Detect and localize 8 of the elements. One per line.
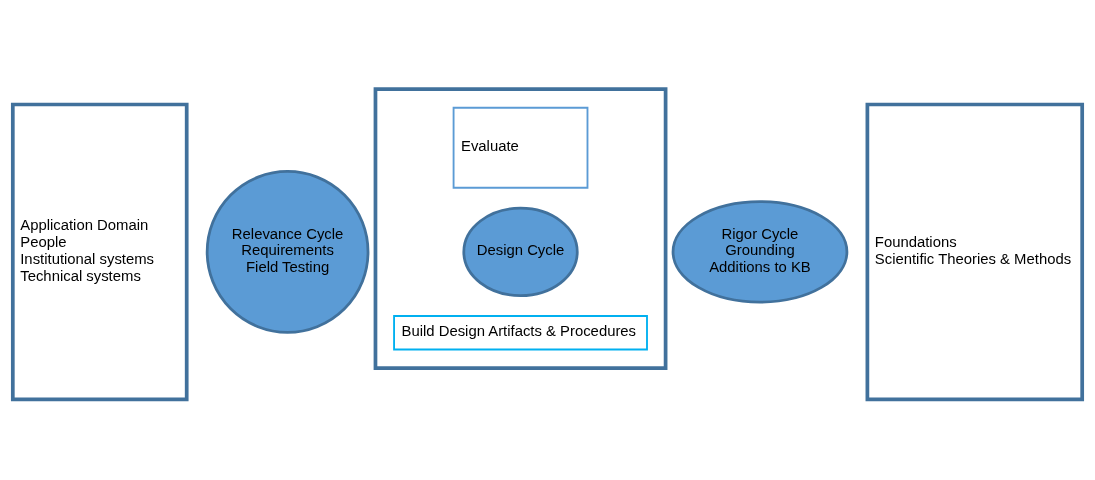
- node-ellipse: Rigor Cycle Grounding Additions to KB: [671, 199, 849, 303]
- cluster: [373, 86, 668, 370]
- node-box: Foundations Scientific Theories & Methods: [865, 102, 1085, 401]
- node-circle: Relevance Cycle Requirements Field Testing: [205, 169, 370, 334]
- node-box: Application Domain People Institutional systems Technical systems: [10, 102, 189, 401]
- node-box: Evaluate: [452, 106, 589, 189]
- node-box: Build Design Artifacts & Procedures: [393, 314, 648, 350]
- node-ellipse: Design Cycle: [462, 206, 579, 297]
